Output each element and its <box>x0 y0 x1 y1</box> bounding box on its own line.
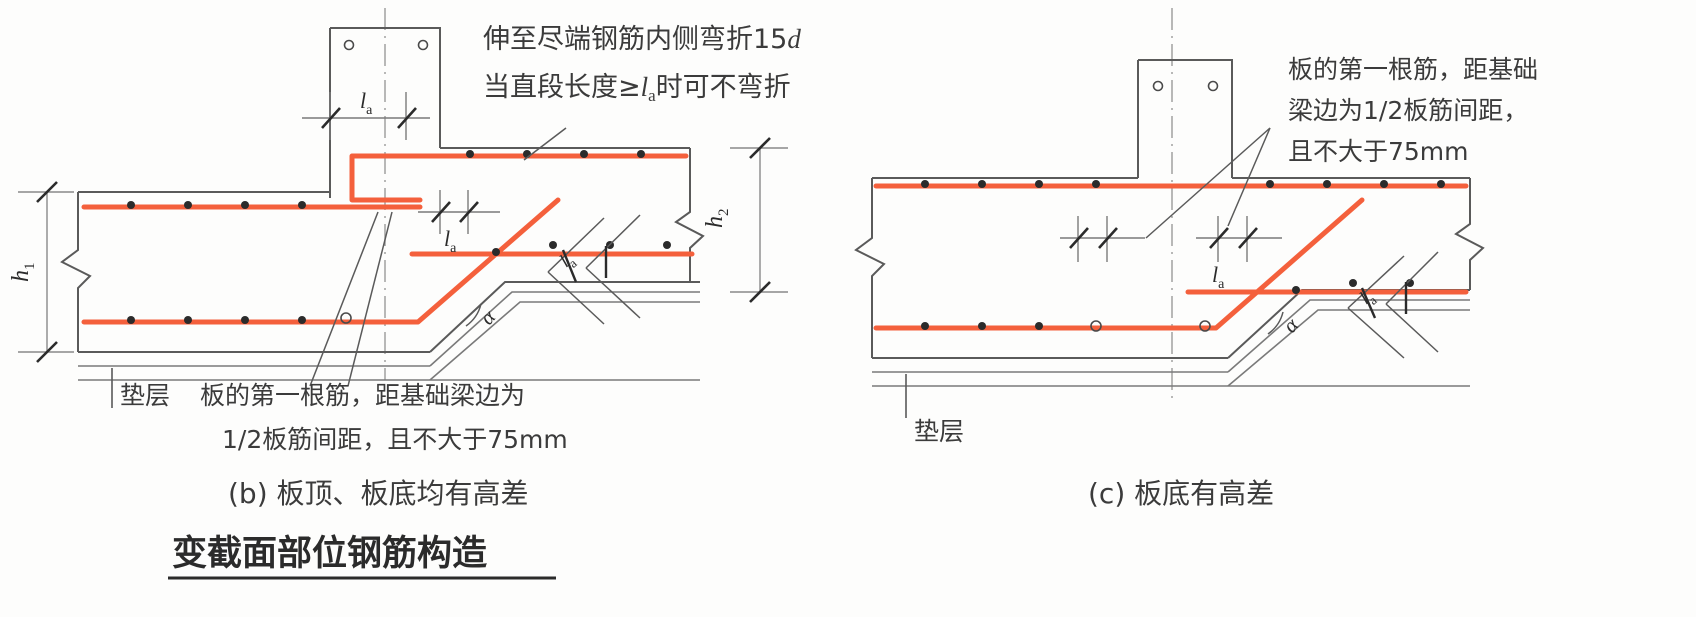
cushion-label-c: 垫层 <box>914 417 964 446</box>
dim-spacing-tick-l1-c <box>1069 227 1089 249</box>
figure-title: 变截面部位钢筋构造 <box>172 534 487 574</box>
dim-spacing-tick-r2-c <box>1238 227 1258 249</box>
angle-arc-c <box>1267 311 1284 335</box>
first-bar-leader-2-c <box>1227 127 1271 227</box>
h2-symbol: h <box>702 216 728 228</box>
slope-leader-2-c <box>1385 251 1439 353</box>
bend-note-line2-sym: l <box>641 72 649 102</box>
angle-label-b: α <box>475 304 501 329</box>
bend-note-line2-b: 时可不弯折 <box>656 72 791 103</box>
dim-h1-label-b: h1 <box>8 263 38 283</box>
slope-bottom-concrete-b <box>429 281 700 353</box>
dim-la-tick-left-b <box>321 107 341 129</box>
upper-slab-right-edge-b <box>674 148 705 282</box>
bend-note-line1-plain: 伸至尽端钢筋内侧弯折15 <box>483 24 787 55</box>
panel-c: la α la <box>854 8 1485 418</box>
bar-dots-top-upper-b <box>466 150 645 158</box>
bend-note-line2-sub: a <box>648 86 656 105</box>
la-subscript: a <box>366 103 373 118</box>
dim-la-label-top-b: la <box>360 88 373 118</box>
first-bar-marker-2-c <box>1199 320 1211 332</box>
slope-leader-2-b <box>585 214 641 319</box>
slope-tick-2-c <box>1360 287 1377 319</box>
bend-note-line2: 当直段长度≥la时可不弯折 <box>483 72 791 105</box>
slab-left-edge-c <box>854 178 886 358</box>
dim-la-tick-right-b <box>397 107 417 129</box>
slope-cushion-2-b <box>429 301 700 381</box>
slope-cushion-1-b <box>429 291 700 367</box>
dim-h1-tick-top-b <box>36 181 58 203</box>
bend-note-line1-italic: d <box>787 24 801 54</box>
slope-tick-2-b <box>561 249 578 283</box>
break-mark-left-b <box>674 211 705 249</box>
first-bar-marker-top-b <box>340 312 352 324</box>
panel-b: la h1 h2 <box>8 8 788 408</box>
bar-dots-bottom-b <box>127 316 306 324</box>
bend-note-line1: 伸至尽端钢筋内侧弯折15d <box>483 24 801 55</box>
column-bar-right-c <box>1207 80 1219 92</box>
first-bar-note-b-line2: 1/2板筋间距，且不大于75mm <box>222 425 568 454</box>
first-bar-note-c-line2: 梁边为1/2板筋间距， <box>1288 96 1528 125</box>
caption-panel-b: (b) 板顶、板底均有高差 <box>228 477 529 510</box>
dim-h2-tick-top-b <box>749 137 771 159</box>
dim-h1-tick-bot-b <box>36 341 58 363</box>
rebar-bottom-sloped-c[interactable] <box>873 197 1365 331</box>
h1-symbol: h <box>8 270 34 282</box>
bend-note-leader-b <box>523 127 567 161</box>
bar-dots-top-lower-b <box>127 201 306 209</box>
dim-spacing-tick-1-b <box>431 201 451 223</box>
la-c-subscript: a <box>1218 277 1225 292</box>
slope-cushion-2-c <box>1227 309 1470 387</box>
bend-note-line2-a: 当直段长度≥ <box>483 72 641 103</box>
dim-spacing-tick-r1-c <box>1209 227 1229 249</box>
dim-spacing-tick-2-b <box>459 201 479 223</box>
column-bar-left-b <box>343 39 355 51</box>
slope-leader-1-b <box>547 217 605 325</box>
la-mid-subscript: a <box>450 241 457 256</box>
h2-subscript: 2 <box>716 209 732 217</box>
caption-panel-c: (c) 板底有高差 <box>1088 477 1274 510</box>
h1-subscript: 1 <box>22 263 38 271</box>
bar-dots-top-c <box>921 180 1445 188</box>
column-bar-left-c <box>1152 80 1164 92</box>
la-mid-symbol: l <box>444 226 450 251</box>
cushion-label-b: 垫层 <box>120 381 170 410</box>
dim-h2-tick-bot-b <box>749 281 771 303</box>
dim-la-label-c: la <box>1212 262 1225 292</box>
first-bar-marker-1-c <box>1090 320 1102 332</box>
column-outline-c <box>1137 59 1233 178</box>
column-bar-right-b <box>417 39 429 51</box>
slope-cushion-1-c <box>1227 299 1470 373</box>
la-c-symbol: l <box>1212 262 1218 287</box>
slab-right-edge-c <box>1454 178 1485 290</box>
rebar-bottom-sloped-b[interactable] <box>81 197 561 325</box>
first-bar-note-c-line3: 且不大于75mm <box>1288 137 1469 166</box>
first-bar-leader-2-b <box>347 211 393 387</box>
dim-h2-label-b: h2 <box>702 209 732 229</box>
la-symbol: l <box>360 88 366 113</box>
first-bar-note-b-line1: 板的第一根筋，距基础梁边为 <box>200 381 525 410</box>
first-bar-leader-1-c <box>1145 127 1271 239</box>
dim-la-label-mid-b: la <box>444 226 457 256</box>
rebar-top-upper-b[interactable] <box>349 153 689 203</box>
first-bar-note-c-line1: 板的第一根筋，距基础 <box>1288 55 1538 84</box>
first-bar-leader-1-b <box>309 211 379 387</box>
slope-leader-1-c <box>1347 255 1405 359</box>
angle-arc-b <box>465 303 482 327</box>
dim-spacing-tick-l2-c <box>1098 227 1118 249</box>
bar-dots-bottom-c <box>921 322 1043 330</box>
lower-slab-left-edge-b <box>60 192 92 352</box>
